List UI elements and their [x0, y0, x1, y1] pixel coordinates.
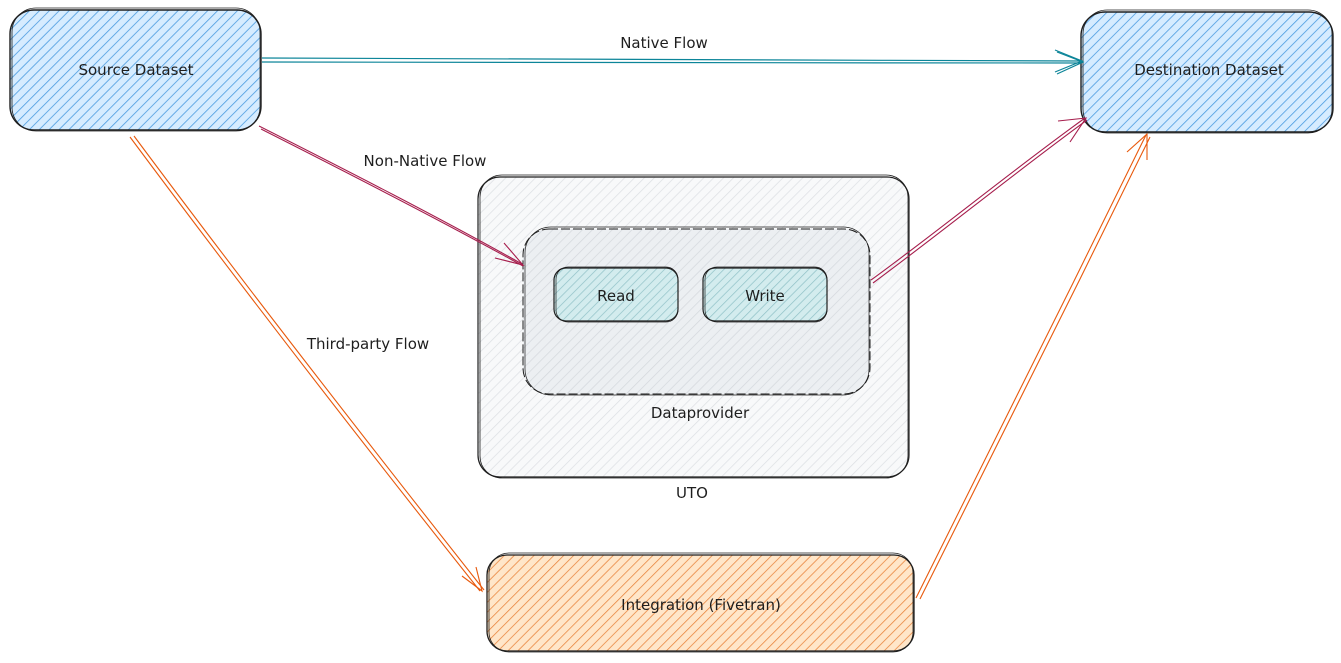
- non-native-flow-label: Non-Native Flow: [364, 152, 487, 170]
- dataprovider-label: Dataprovider: [651, 404, 750, 422]
- uto-label: UTO: [676, 484, 708, 502]
- non-native-flow-arrow-in: [258, 125, 525, 267]
- third-party-flow-arrow-in: [129, 135, 485, 593]
- integration-box: [486, 552, 915, 653]
- read-label: Read: [597, 287, 635, 305]
- destination-dataset-label: Destination Dataset: [1134, 61, 1284, 79]
- non-native-flow-arrow-out: [870, 117, 1088, 284]
- integration-label: Integration (Fivetran): [621, 596, 781, 614]
- source-dataset-label: Source Dataset: [78, 61, 193, 79]
- write-box: [702, 266, 828, 323]
- destination-dataset-box: [1080, 9, 1334, 134]
- write-label: Write: [745, 287, 785, 305]
- source-dataset-box: [9, 7, 262, 132]
- third-party-flow-label: Third-party Flow: [306, 335, 429, 353]
- native-flow-label: Native Flow: [620, 34, 708, 52]
- read-box: [553, 266, 679, 323]
- third-party-flow-arrow-out: [915, 132, 1151, 600]
- native-flow-arrow: [261, 49, 1085, 75]
